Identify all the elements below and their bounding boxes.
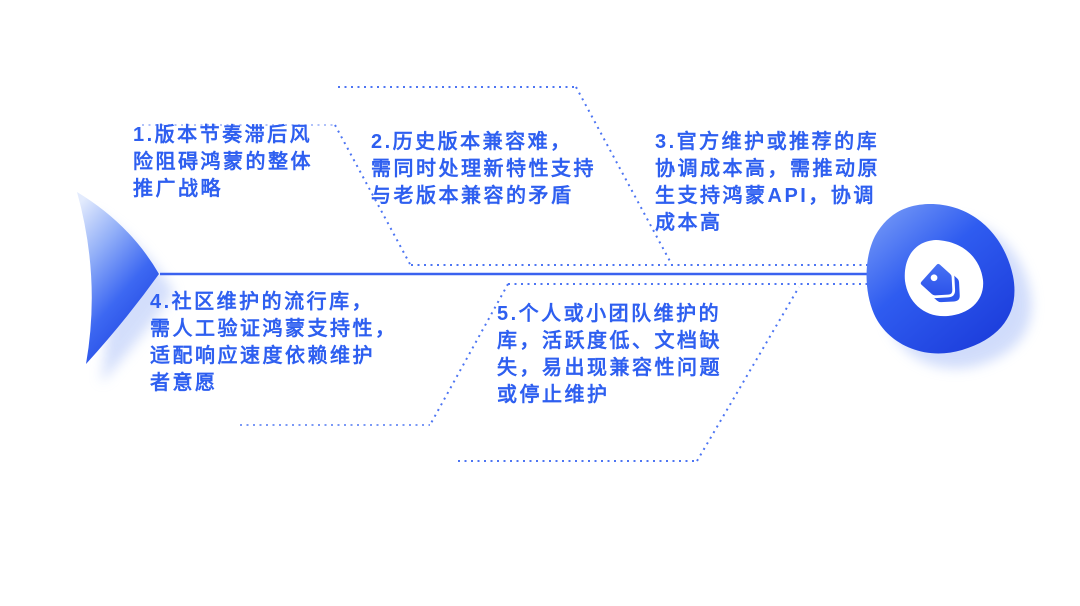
branch-between-cause-1-2	[334, 124, 412, 267]
price-tag-hole	[930, 274, 938, 282]
cause-2-line: 与老版本兼容的矛盾	[371, 185, 574, 207]
cause-5-line: 5.个人或小团队维护的	[497, 303, 722, 325]
cause-1-line: 1.版本节奏滞后风	[133, 124, 313, 146]
cause-4-line: 4.社区维护的流行库，	[150, 291, 375, 313]
cause-4-line: 需人工验证鸿蒙支持性，	[150, 318, 398, 340]
cause-3-line: 协调成本高，需推动原	[655, 158, 880, 180]
cause-5-text: 5.个人或小团队维护的 库，活跃度低、文档缺 失，易出现兼容性问题 或停止维护	[497, 301, 722, 409]
cause-2-line: 2.历史版本兼容难，	[371, 131, 573, 153]
cause-5-line: 库，活跃度低、文档缺	[497, 330, 722, 352]
branch-between-cause-2-3	[575, 86, 673, 266]
price-tag-icon	[917, 261, 960, 303]
cause-5-line: 或停止维护	[497, 384, 610, 406]
cause-1-line: 险阻碍鸿蒙的整体	[133, 151, 313, 173]
cause-3-text: 3.官方维护或推荐的库 协调成本高，需推动原 生支持鸿蒙API，协调 成本高	[655, 129, 880, 237]
branch-between-cause-4-5	[429, 283, 509, 426]
cause-1-text: 1.版本节奏滞后风 险阻碍鸿蒙的整体 推广战略	[133, 122, 313, 203]
rounded-triangle-logo-icon	[866, 203, 1032, 369]
cause-4-text: 4.社区维护的流行库， 需人工验证鸿蒙支持性， 适配响应速度依赖维护 者意愿	[150, 289, 398, 397]
dashed-branch-lines	[142, 86, 871, 462]
arrow-tail-shape	[77, 192, 159, 364]
cause-1-line: 推广战略	[133, 178, 223, 200]
cause-2-line: 需同时处理新特性支持	[371, 158, 596, 180]
cause-4-line: 适配响应速度依赖维护	[150, 345, 375, 367]
arrow-tail-icon	[77, 192, 174, 383]
cause-5-line: 失，易出现兼容性问题	[497, 357, 722, 379]
cause-3-line: 生支持鸿蒙API，协调	[655, 185, 876, 207]
cause-4-line: 者意愿	[150, 372, 218, 394]
branch-right-of-cause-5	[696, 286, 800, 462]
cause-3-line: 成本高	[655, 212, 723, 234]
cause-3-line: 3.官方维护或推荐的库	[655, 131, 880, 153]
cause-2-text: 2.历史版本兼容难， 需同时处理新特性支持 与老版本兼容的矛盾	[371, 129, 596, 210]
